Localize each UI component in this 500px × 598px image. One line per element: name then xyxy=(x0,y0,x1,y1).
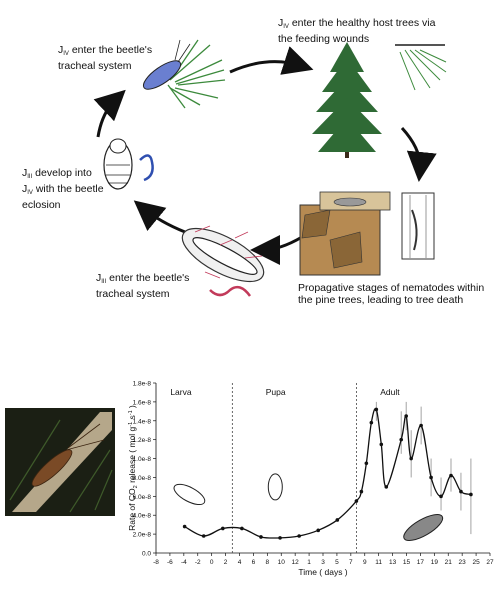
x-tick-label: 1 xyxy=(307,559,311,566)
co2-data-point xyxy=(429,475,433,480)
co2-data-point xyxy=(364,461,369,466)
wood-tunnel-inset-icon xyxy=(401,192,435,260)
lifecycle-diagram xyxy=(93,39,447,297)
co2-data-point xyxy=(449,473,453,478)
co2-data-point xyxy=(409,456,413,461)
x-tick-label: -2 xyxy=(195,559,201,566)
x-axis-label: Time ( days ) xyxy=(298,567,347,577)
y-axis-label-part: -1 xyxy=(128,422,134,427)
co2-data-point xyxy=(399,437,404,442)
co2-data-point xyxy=(182,524,187,529)
y-tick-label: 1.6e-8 xyxy=(133,399,152,406)
x-tick-label: 15 xyxy=(403,559,411,566)
co2-data-point xyxy=(359,489,364,494)
step-1-label: JIV enter the beetle's tracheal system xyxy=(58,44,153,72)
co2-data-point xyxy=(379,442,384,447)
x-tick-label: 13 xyxy=(389,559,397,566)
y-tick-label: 2.0e-8 xyxy=(133,532,152,539)
chart-larva-icon xyxy=(173,483,206,506)
y-axis-label-part: -1 xyxy=(128,410,134,415)
co2-data-point xyxy=(316,528,321,533)
co2-data-point xyxy=(259,535,263,539)
x-tick-label: 8 xyxy=(266,559,270,566)
co2-data-point xyxy=(201,534,206,538)
x-tick-label: -4 xyxy=(181,559,187,566)
x-tick-label: 19 xyxy=(431,559,439,566)
y-tick-label: 6.0e-8 xyxy=(133,494,152,501)
y-axis-label-part: Rate of CO xyxy=(127,488,137,531)
step-5-label: JIII develop into JIV with the beetle ec… xyxy=(22,167,104,211)
step-2-label: JIV enter the healthy host trees via the… xyxy=(278,17,436,45)
blue-nematode-icon xyxy=(139,154,154,182)
y-axis-label: Rate of CO2 release ( mol g-1 s-1 ) xyxy=(127,405,139,531)
co2-data-point xyxy=(278,536,282,540)
beetle-on-pine-icon xyxy=(142,39,226,109)
co2-data-point xyxy=(469,492,473,497)
y-tick-label: 1.8e-8 xyxy=(133,381,152,388)
step-4-label: JIII enter the beetle's tracheal system xyxy=(96,272,190,300)
x-tick-label: 12 xyxy=(292,559,300,566)
x-tick-label: 4 xyxy=(238,559,242,566)
x-tick-label: 2 xyxy=(224,559,228,566)
y-axis-label-part: release ( mol g xyxy=(127,426,137,485)
step-3-label: Propagative stages of nematodes within t… xyxy=(298,282,485,306)
stage-label-adult: Adult xyxy=(380,387,400,397)
co2-data-point xyxy=(384,485,389,489)
cycle-arrow-4 xyxy=(133,200,186,234)
co2-data-point xyxy=(374,407,379,412)
y-tick-label: 1.0e-8 xyxy=(133,456,152,463)
stage-label-pupa: Pupa xyxy=(266,387,286,397)
red-nematode-icon xyxy=(209,285,252,297)
co2-data-point xyxy=(297,534,301,538)
co2-data-point xyxy=(439,494,443,499)
cycle-arrow-5 xyxy=(93,89,126,138)
chart-adult-beetle-icon xyxy=(403,514,444,541)
x-tick-label: -8 xyxy=(153,559,159,566)
cycle-arrow-3 xyxy=(250,234,303,265)
x-tick-label: 21 xyxy=(445,559,453,566)
y-tick-label: 4.0e-8 xyxy=(133,513,152,520)
x-tick-label: 10 xyxy=(278,559,286,566)
trunk-section-icon xyxy=(299,191,391,276)
co2-data-point xyxy=(404,414,408,418)
x-tick-label: 6 xyxy=(252,559,256,566)
co2-data-point xyxy=(335,518,340,522)
x-tick-label: -6 xyxy=(167,559,173,566)
larva-in-wood-icon xyxy=(181,225,265,283)
x-tick-label: 3 xyxy=(321,559,325,566)
y-tick-label: 8.0e-8 xyxy=(133,475,152,482)
x-tick-label: 27 xyxy=(486,559,494,566)
stage-label-larva: Larva xyxy=(170,387,192,397)
y-axis-label-part: ) xyxy=(127,405,137,410)
co2-data-point xyxy=(459,489,463,494)
x-tick-label: 9 xyxy=(363,559,367,566)
x-tick-label: 25 xyxy=(472,559,480,566)
feeding-wound-inset-icon xyxy=(395,44,447,91)
x-tick-label: 0 xyxy=(210,559,214,566)
x-tick-label: 5 xyxy=(335,559,339,566)
y-axis-label-part: 2 xyxy=(133,485,139,488)
y-tick-label: 1.4e-8 xyxy=(133,418,152,425)
co2-data-point xyxy=(221,526,225,531)
x-tick-label: 17 xyxy=(417,559,425,566)
pupa-icon xyxy=(103,138,133,190)
y-axis-label-part: s xyxy=(127,415,137,422)
co2-data-point xyxy=(354,499,359,503)
y-tick-label: 0.0 xyxy=(142,551,151,558)
pine-tree-icon xyxy=(312,42,382,158)
cycle-arrow-2 xyxy=(400,126,437,182)
co2-data-point xyxy=(419,423,423,428)
chart-pupa-icon xyxy=(267,473,283,501)
co2-data-point xyxy=(369,420,374,425)
x-tick-label: 23 xyxy=(459,559,467,566)
y-tick-label: 1.2e-8 xyxy=(133,437,152,444)
x-tick-label: 11 xyxy=(375,559,382,566)
co2-data-point xyxy=(240,526,244,531)
cycle-arrow-1 xyxy=(229,46,314,75)
x-tick-label: 7 xyxy=(349,559,353,566)
